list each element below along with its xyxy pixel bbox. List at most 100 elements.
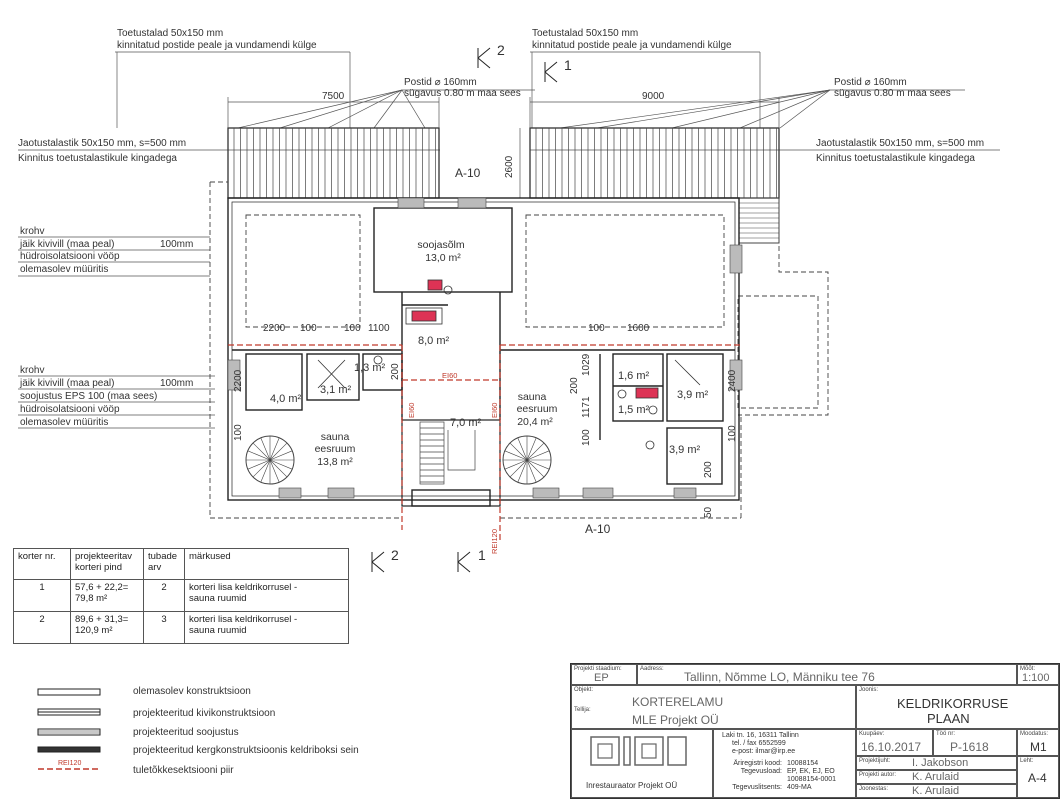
posts-right-text-2: sügavus 0.80 m maa sees [834,88,951,99]
dim-100-v-d: 100 [581,429,592,446]
tb-scale-label: Mõõt: [1020,666,1036,672]
cell-rooms: 2 [143,579,185,612]
cell-nr: 1 [13,579,71,612]
tb-company-address: Laki tn. 16, 16311 Tallinn tel. / fax 65… [722,732,799,756]
tb-logo-cell: Inrestauraator Projekt OÜ [571,729,713,798]
fire-rei120: REI120 [490,529,499,554]
tb-format-label: Moodatus: [1020,731,1049,737]
tb-work: P-1618 [950,740,989,754]
posts-left-text-2: sügavus 0.80 m maa sees [404,88,521,99]
tb-company-name: Inrestauraator Projekt OÜ [586,781,678,790]
dim-2200-v: 2200 [233,369,244,392]
dimension-lines-top [227,97,780,198]
section-1-top: 1 [564,57,572,73]
tb-pm-cell: Projektijuht: I. Jakobson [856,756,1017,770]
section-2-top: 2 [497,42,505,58]
cell-nr: 2 [13,611,71,644]
tb-scale-cell: Mõõt: 1:100 [1017,664,1059,685]
wall2-layer-5: olemasolev müüritis [20,417,108,428]
legend-insulation: projekteeritud soojustus [133,727,239,738]
room-13-area: 1,3 m² [354,362,386,374]
tb-drafter-label: Joonestas: [859,786,889,792]
wall1-layer-4: olemasolev müüritis [20,264,108,275]
fire-compartment-boundary [228,344,742,540]
tb-company-address-1: Laki tn. 16, 16311 Tallinn [722,732,799,739]
dim-100-h-a: 100 [300,323,317,334]
section-2-bottom: 2 [391,547,399,563]
cell-notes-line2: sauna ruumid [189,625,247,636]
dim-200-v-b: 200 [569,377,580,394]
dim-100-h-c: 100 [588,323,605,334]
tb-drawing-cell: Joonis: KELDRIKORRUSE PLAAN [856,685,1059,729]
fire-ei60-b: EI60 [407,403,416,418]
cell-area: 89,6 + 31,3=120,9 m² [70,611,144,644]
room-sauna-right-name-2: eesruum [517,403,558,415]
apartment-table: korter nr. projekteeritav korteri pind t… [13,548,349,644]
legend-fire: tuletõkkesektsiooni piir [133,765,234,776]
room-sauna-left-area: 13,8 m² [317,456,353,468]
posts-left-text: Postid ⌀ 160mm [404,77,477,88]
cell-notes-line1: korteri lisa keldrikorrusel - [189,582,298,593]
th-area: projekteeritav korteri pind [70,548,144,580]
wall2-layer-3: soojustus EPS 100 (maa sees) [20,391,157,402]
spiral-stair-right [502,435,552,485]
dim-1100-h: 1100 [368,323,390,334]
room-sauna-left-name-2: eesruum [315,443,356,455]
tb-address: Tallinn, Nõmme LO, Männiku tee 76 [684,670,875,684]
legend-symbols: REI120 [37,688,101,770]
room-39b-area: 3,9 m² [669,444,701,456]
tb-company-address-3: e-post: ilmar@irp.ee [732,748,796,755]
legend-rei120-label: REI120 [58,760,81,767]
section-a10-bottom: A-10 [585,522,611,536]
dim-2200-h: 2200 [263,323,286,334]
cell-notes-line2: sauna ruumid [189,593,247,604]
tb-drawing-label: Joonis: [859,687,879,693]
cell-notes: korteri lisa keldrikorrusel -sauna ruumi… [184,611,349,644]
tb-object-label: Objekt: [574,687,594,693]
wall2-layer-4: hüdroisolatsiooni vööp [20,404,120,415]
cell-area: 57,6 + 22,2=79,8 m² [70,579,144,612]
company-logo-icon [590,736,687,766]
tb-address-cell: Aadress: Tallinn, Nõmme LO, Männiku tee … [637,664,1017,685]
room-16-area: 1,6 m² [618,370,650,382]
dim-100-v-e: 100 [727,425,738,442]
tb-pm: I. Jakobson [912,757,969,769]
cell-area-line2: 79,8 m² [75,593,108,604]
tb-drafter: K. Arulaid [912,785,960,797]
table-header-row: korter nr. projekteeritav korteri pind t… [13,548,349,580]
cell-area-line1: 89,6 + 31,3= [75,614,129,625]
legend-stone: projekteeritud kivikonstruktsioon [133,708,275,719]
section-markers [371,47,558,573]
tb-activity-1: EP, EK, EJ, EO [787,768,835,775]
legend-existing: olemasolev konstruktsioon [133,686,251,697]
room-soojasolm-area: 13,0 m² [425,252,461,264]
tb-stage-label: Projekti staadium: [574,666,622,672]
dim-200-v-a: 200 [390,363,401,380]
tb-pm-label: Projektijuht: [859,758,891,764]
dim-7500: 7500 [322,91,345,102]
walls [227,197,740,507]
wall-piers [227,197,743,499]
side-terrace-right [738,197,780,244]
tb-reg-labels: Äriregistri kood: Tegevusload: Tegevusli… [716,760,782,792]
fixtures [317,279,701,450]
tb-activity-2: 10088154-0001 [787,776,837,783]
room-40-area: 4,0 m² [270,393,302,405]
tb-drawing-1: KELDRIKORRUSE [897,696,1009,711]
wall1-layer-2: jäik kivivill (maa peal) [19,239,114,250]
tb-company-cell: Laki tn. 16, 16311 Tallinn tel. / fax 65… [713,729,856,798]
dim-1600-h: 1600 [627,323,650,334]
wall1-layer-1: krohv [20,226,44,237]
room-31-area: 3,1 m² [320,384,352,396]
room-8-area: 8,0 m² [418,335,450,347]
wall2-layer-1: krohv [20,365,44,376]
tb-date: 16.10.2017 [861,740,922,754]
dim-1171-v: 1171 [581,396,592,418]
tb-license-label: Tegevuslitsents: [732,784,782,791]
tb-author: K. Arulaid [912,771,960,783]
dim-200-v-c: 200 [703,461,714,478]
terrace-right [529,127,780,199]
tb-license: 409-MA [787,784,812,791]
table-row: 2 89,6 + 31,3=120,9 m² 3 korteri lisa ke… [13,611,349,644]
leader-lines [18,51,1000,429]
